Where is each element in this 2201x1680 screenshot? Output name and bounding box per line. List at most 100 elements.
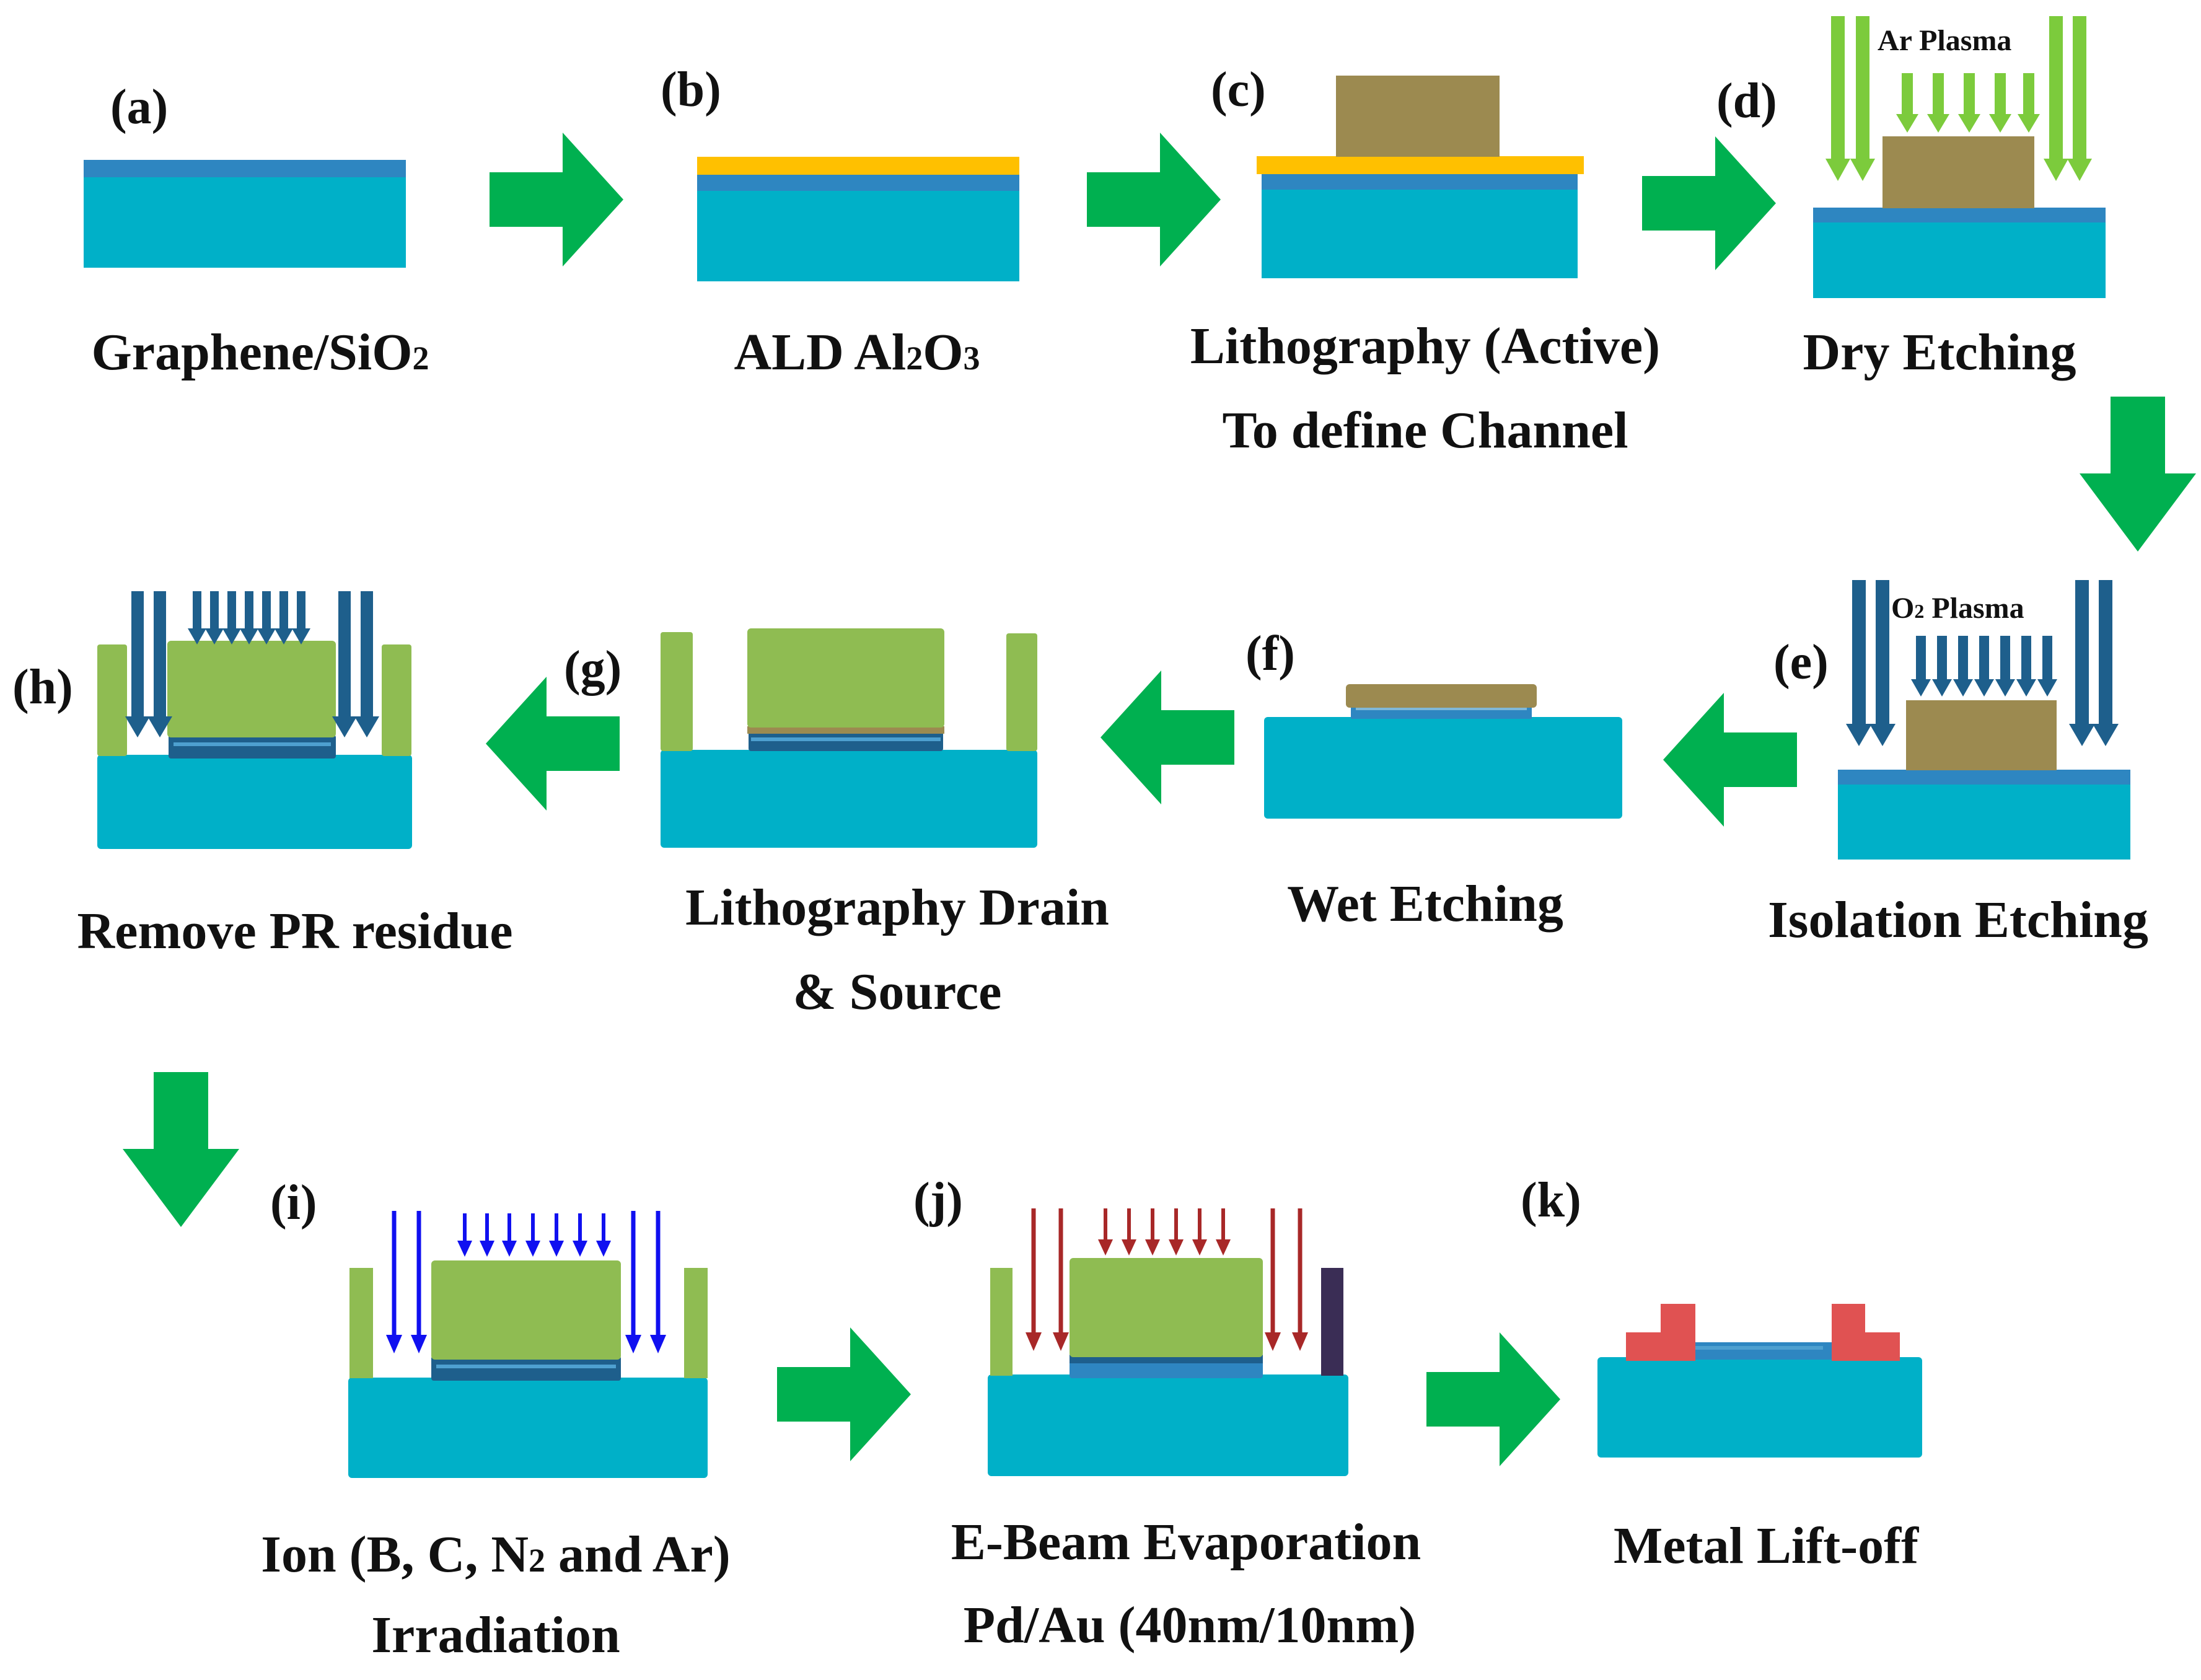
al2o3-stripe: [436, 1365, 616, 1368]
ebeam-arrow: [1265, 1208, 1281, 1351]
ion-arrow: [502, 1213, 517, 1257]
ebeam-arrow: [1053, 1208, 1069, 1351]
step-label-e: (e): [1773, 635, 1829, 690]
o2-plasma-arrow: [125, 591, 150, 737]
ion-arrow: [596, 1213, 611, 1257]
pr-left-wall: [661, 632, 693, 751]
o2-plasma-arrow: [147, 591, 172, 737]
caption-b: ALD Al2O3: [734, 323, 980, 381]
step-label-b: (b): [661, 63, 721, 117]
step-k-structure: [1597, 1304, 1922, 1458]
o2-plasma-arrow: [222, 591, 241, 644]
al2o3-stripe: [174, 742, 331, 746]
ion-irradiation-arrows: [386, 1211, 666, 1353]
ion-arrow: [573, 1213, 587, 1257]
graphene-channel: [1673, 1342, 1835, 1360]
step-label-i: (i): [270, 1176, 317, 1230]
caption-f: Wet Etching: [1287, 875, 1563, 933]
graphene-layer: [697, 174, 1019, 191]
step-label-c: (c): [1211, 63, 1266, 117]
pr-right-wall: [1006, 633, 1037, 751]
substrate: [1264, 717, 1622, 819]
caption-g-line2: & Source: [793, 963, 1002, 1021]
o2-plasma-arrow: [1932, 636, 1952, 697]
photoresist-green-block: [747, 628, 944, 728]
al2o3-layer: [697, 157, 1019, 175]
ebeam-arrows: [1026, 1208, 1308, 1351]
pr-brown-stripe: [747, 726, 944, 734]
ebeam-arrow: [1098, 1208, 1113, 1256]
o2-plasma-arrow: [205, 591, 224, 644]
step-label-k: (k): [1521, 1173, 1581, 1228]
pr-right-wall: [382, 644, 411, 756]
ar-plasma-arrow: [1927, 73, 1949, 133]
graphene-layer: [84, 160, 406, 177]
step-d-structure: [1813, 16, 2106, 298]
photoresist-block: [1336, 76, 1500, 157]
step-j-structure: [988, 1208, 1348, 1476]
ar-plasma-annotation: Ar Plasma: [1878, 24, 2012, 57]
flow-arrow-c-to-d: [1642, 136, 1776, 270]
photoresist-green-block: [167, 641, 336, 737]
substrate: [348, 1378, 708, 1478]
o2-plasma-arrow: [292, 591, 310, 644]
caption-d: Dry Etching: [1803, 323, 2076, 381]
substrate: [661, 750, 1037, 848]
flow-arrow-e-to-f: [1663, 693, 1797, 827]
substrate: [1838, 784, 2130, 860]
o2-plasma-arrows: [125, 591, 379, 737]
pr-left-wall: [349, 1268, 373, 1378]
ebeam-arrow: [1122, 1208, 1136, 1256]
substrate: [84, 176, 406, 268]
graphene-layer: [1262, 174, 1578, 190]
step-e-structure: [1838, 580, 2130, 860]
step-label-a: (a): [110, 80, 169, 134]
step-h-structure: [97, 591, 412, 849]
ar-plasma-arrow: [1896, 73, 1918, 133]
step-b-structure: [697, 157, 1019, 281]
ar-plasma-arrow: [2044, 16, 2068, 181]
flow-arrow-a-to-b: [490, 133, 623, 266]
ion-arrow: [650, 1211, 666, 1353]
al2o3-remnant: [1356, 706, 1527, 710]
ebeam-arrow: [1026, 1208, 1042, 1351]
al2o3-stripe: [1685, 1346, 1823, 1350]
step-label-f: (f): [1245, 627, 1295, 681]
o2-plasma-arrow: [1953, 636, 1973, 697]
graphene-layer: [1813, 208, 2106, 222]
caption-j-line1: E-Beam Evaporation: [951, 1513, 1421, 1571]
o2-plasma-arrow: [188, 591, 206, 644]
process-flow-arrows: [123, 133, 2196, 1466]
step-label-d: (d): [1716, 74, 1777, 128]
o2-plasma-arrow: [1974, 636, 1994, 697]
o2-plasma-arrow: [332, 591, 357, 737]
substrate: [1597, 1357, 1922, 1458]
flow-arrow-b-to-c: [1087, 133, 1221, 266]
o2-plasma-arrow: [2093, 580, 2119, 746]
o2-plasma-arrow: [2069, 580, 2095, 746]
o2-plasma-arrow: [1911, 636, 1931, 697]
pr-right-wall: [684, 1268, 708, 1378]
graphene-layer: [1351, 708, 1532, 719]
substrate: [1262, 188, 1578, 278]
photoresist-block: [1906, 700, 2057, 770]
o2-plasma-arrow: [1995, 636, 2015, 697]
o2-plasma-arrow: [240, 591, 258, 644]
substrate: [97, 755, 412, 849]
caption-k: Metal Lift-off: [1613, 1517, 1919, 1575]
ebeam-arrow: [1145, 1208, 1160, 1256]
substrate: [1813, 221, 2106, 298]
ion-arrow: [386, 1211, 402, 1353]
caption-c-line1: Lithography (Active): [1190, 317, 1661, 375]
channel-stack: [169, 735, 336, 759]
flow-arrow-f-to-g: [1100, 671, 1234, 804]
ion-arrow: [457, 1213, 472, 1257]
al2o3-stripe: [751, 737, 941, 741]
ebeam-arrow: [1169, 1208, 1184, 1256]
photoresist-block: [1882, 136, 2034, 208]
photoresist-green-block: [431, 1260, 621, 1360]
graphene-layer: [1838, 770, 2130, 785]
step-f-structure: [1264, 684, 1622, 819]
